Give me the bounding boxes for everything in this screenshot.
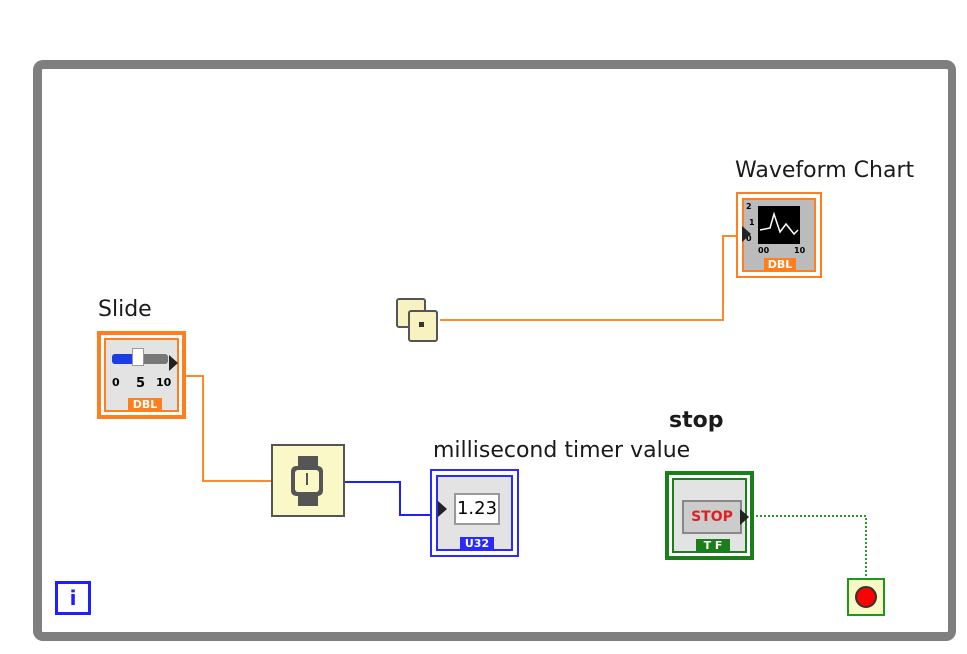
x-tick: 00 bbox=[758, 246, 770, 255]
wire-random-to-chart bbox=[440, 235, 738, 321]
scale-tick: 0 bbox=[112, 376, 120, 389]
y-tick: 1 bbox=[749, 218, 755, 227]
type-tag: T F bbox=[696, 539, 730, 552]
wire-wait-to-timer bbox=[345, 481, 434, 516]
loop-condition-terminal[interactable] bbox=[847, 578, 885, 616]
wristwatch-icon bbox=[291, 456, 325, 506]
chart-plot-icon bbox=[758, 206, 800, 244]
x-tick: 10 bbox=[794, 246, 806, 255]
type-tag: DBL bbox=[128, 398, 162, 411]
stop-sign-icon bbox=[855, 586, 877, 608]
type-tag: U32 bbox=[460, 537, 494, 550]
slider-fill bbox=[112, 354, 134, 364]
dice-icon[interactable] bbox=[396, 294, 440, 344]
slide-label: Slide bbox=[98, 297, 152, 322]
input-terminal-icon bbox=[438, 501, 447, 517]
timer-value-label: millisecond timer value bbox=[433, 438, 691, 463]
slider-thumb bbox=[132, 348, 144, 366]
y-tick: 2 bbox=[746, 202, 752, 211]
scale-tick: 5 bbox=[136, 376, 146, 391]
numeric-display: 1.23 bbox=[454, 493, 500, 525]
wire-stop-to-condition bbox=[752, 515, 867, 585]
waveform-chart-terminal[interactable]: 2 1 0 00 10 DBL bbox=[736, 192, 822, 278]
scale-tick: 10 bbox=[156, 376, 172, 389]
timer-value-indicator-terminal[interactable]: 1.23 U32 bbox=[430, 469, 519, 557]
wait-ms-function[interactable] bbox=[271, 444, 345, 517]
type-tag: DBL bbox=[764, 258, 796, 271]
stop-control-terminal[interactable]: STOP T F bbox=[665, 471, 754, 560]
output-terminal-icon bbox=[169, 355, 178, 371]
output-terminal-icon bbox=[740, 509, 749, 525]
input-terminal-icon bbox=[742, 226, 751, 242]
waveform-chart-label: Waveform Chart bbox=[735, 158, 915, 183]
iteration-terminal: i bbox=[55, 581, 91, 615]
stop-label: stop bbox=[669, 408, 724, 433]
stop-button-icon: STOP bbox=[682, 500, 742, 534]
while-loop[interactable] bbox=[33, 60, 956, 641]
slide-control-terminal[interactable]: 0 5 10 DBL bbox=[97, 331, 186, 419]
wire-slide-to-wait bbox=[184, 375, 272, 482]
